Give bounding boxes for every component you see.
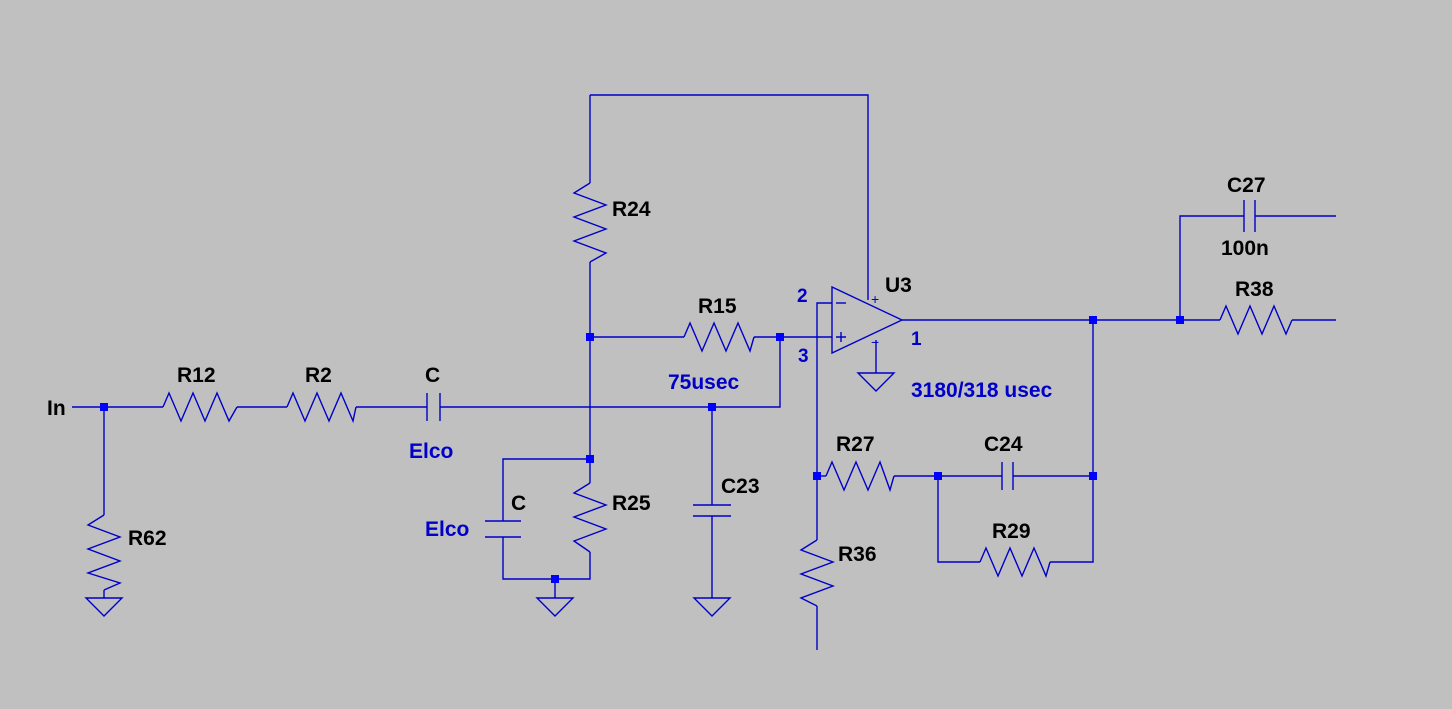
capacitor-c-decoupling [485, 520, 521, 538]
resistor-r38 [1219, 304, 1293, 336]
label-c-decoupling: C [511, 492, 526, 515]
value-c-decoupling: Elco [425, 518, 469, 541]
resistor-r62 [85, 514, 122, 591]
ground-symbol-u3 [856, 372, 896, 392]
label-r24: R24 [612, 198, 651, 221]
label-r15: R15 [698, 295, 737, 318]
resistor-r27 [825, 460, 895, 493]
annotation-75usec: 75usec [668, 371, 740, 394]
capacitor-c23 [693, 504, 731, 517]
label-r38: R38 [1235, 278, 1274, 301]
label-r29: R29 [992, 520, 1031, 543]
label-c27: C27 [1227, 174, 1266, 197]
pin-label-2: 2 [797, 286, 808, 307]
supply-plus-sign: + [871, 291, 879, 307]
ground-symbol-c23 [692, 597, 732, 617]
resistor-r12 [162, 391, 238, 423]
annotation-riaa: 3180/318 usec [911, 379, 1053, 402]
capacitor-c-input [426, 393, 441, 421]
label-r12: R12 [177, 364, 216, 387]
capacitor-c24 [1001, 462, 1014, 490]
pin-label-3: 3 [798, 346, 809, 367]
opamp-u3 [831, 285, 904, 355]
resistor-r36 [799, 539, 835, 607]
junctions [100, 316, 1184, 583]
label-u3: U3 [885, 274, 912, 297]
wires [72, 94, 1336, 650]
resistor-r29 [979, 546, 1051, 579]
ground-symbol-r62 [84, 597, 124, 617]
label-c23: C23 [721, 475, 760, 498]
resistor-r24 [572, 182, 608, 263]
supply-minus-sign: − [871, 334, 879, 350]
label-r25: R25 [612, 492, 651, 515]
resistor-r15 [683, 321, 755, 354]
value-c27: 100n [1221, 237, 1269, 260]
label-c24: C24 [984, 433, 1023, 456]
label-r62: R62 [128, 527, 167, 550]
value-c-input: Elco [409, 440, 453, 463]
label-r2: R2 [305, 364, 332, 387]
pin-label-1: 1 [911, 329, 922, 350]
label-r27: R27 [836, 433, 875, 456]
net-label-in: In [47, 397, 66, 420]
capacitor-c27 [1243, 200, 1256, 232]
resistor-r2 [286, 391, 357, 424]
label-c-input: C [425, 364, 440, 387]
resistor-r25 [572, 482, 608, 553]
ground-symbol-r25 [535, 597, 575, 617]
label-r36: R36 [838, 543, 877, 566]
